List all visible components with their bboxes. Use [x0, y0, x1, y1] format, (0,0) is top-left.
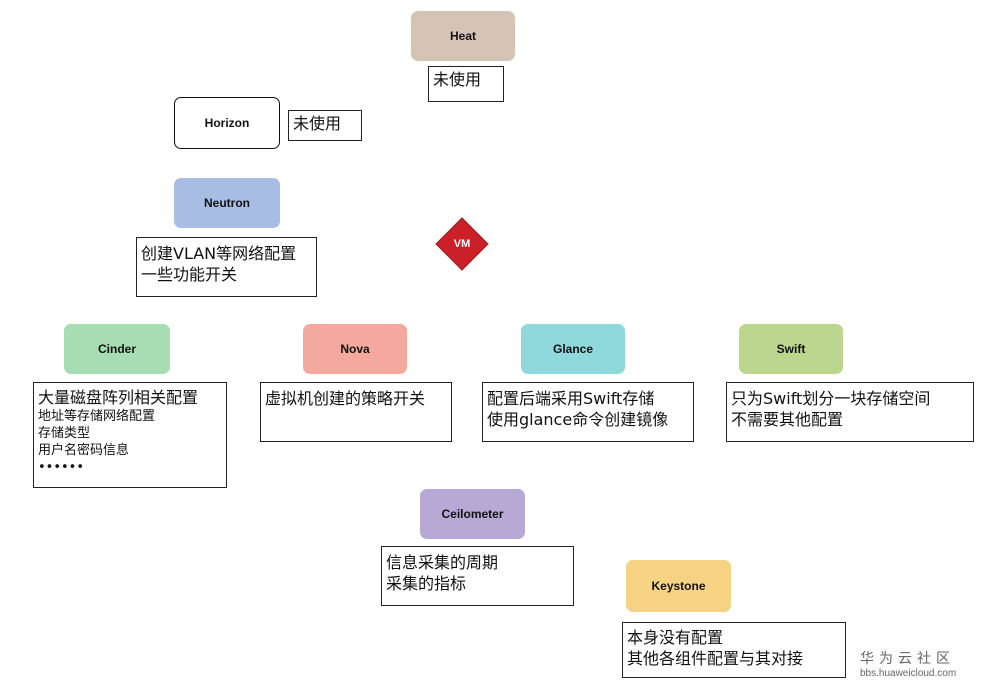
heat-note-line: 未使用 [433, 70, 482, 89]
ceilometer-note: 信息采集的周期 采集的指标 [381, 546, 574, 606]
keystone-note-line: 其他各组件配置与其对接 [627, 649, 804, 668]
glance-node: Glance [521, 324, 625, 374]
watermark-url: bbs.huaweicloud.com [860, 668, 957, 679]
glance-note-line: 使用glance命令创建镜像 [487, 410, 669, 429]
neutron-note-line: 一些功能开关 [141, 265, 238, 284]
horizon-node: Horizon [174, 97, 280, 149]
keystone-node: Keystone [626, 560, 731, 612]
horizon-note-line: 未使用 [293, 114, 342, 133]
watermark: 华为云社区 bbs.huaweicloud.com [860, 650, 956, 680]
heat-node: Heat [411, 11, 515, 61]
vm-diamond-shape [435, 217, 489, 271]
cinder-note-line: 地址等存储网络配置 [38, 409, 156, 424]
watermark-brand: 华为云社区 [860, 651, 955, 667]
swift-note-line: 只为Swift划分一块存储空间 [731, 389, 931, 408]
keystone-note-line: 本身没有配置 [627, 628, 724, 647]
glance-note-line: 配置后端采用Swift存储 [487, 389, 655, 408]
horizon-note: 未使用 [288, 110, 362, 141]
nova-node: Nova [303, 324, 407, 374]
cinder-note-line: •••••• [38, 460, 85, 475]
cinder-note: 大量磁盘阵列相关配置 地址等存储网络配置 存储类型 用户名密码信息 •••••• [33, 382, 227, 488]
ceilometer-node: Ceilometer [420, 489, 525, 539]
cinder-note-line: 用户名密码信息 [38, 443, 130, 458]
nova-note: 虚拟机创建的策略开关 [260, 382, 452, 442]
swift-node: Swift [739, 324, 843, 374]
heat-note: 未使用 [428, 66, 504, 102]
neutron-note-line: 创建VLAN等网络配置 [141, 244, 297, 263]
neutron-note: 创建VLAN等网络配置 一些功能开关 [136, 237, 317, 297]
vm-node: VM [434, 216, 490, 272]
keystone-note: 本身没有配置 其他各组件配置与其对接 [622, 622, 846, 678]
cinder-note-line: 存储类型 [38, 426, 91, 441]
swift-note: 只为Swift划分一块存储空间 不需要其他配置 [726, 382, 974, 442]
ceilometer-note-line: 采集的指标 [386, 574, 467, 593]
nova-note-line: 虚拟机创建的策略开关 [265, 389, 426, 408]
vm-label: VM [453, 238, 471, 250]
neutron-node: Neutron [174, 178, 280, 228]
glance-note: 配置后端采用Swift存储 使用glance命令创建镜像 [482, 382, 694, 442]
swift-note-line: 不需要其他配置 [731, 410, 844, 429]
cinder-node: Cinder [64, 324, 170, 374]
ceilometer-note-line: 信息采集的周期 [386, 553, 499, 572]
cinder-note-line: 大量磁盘阵列相关配置 [38, 388, 199, 407]
